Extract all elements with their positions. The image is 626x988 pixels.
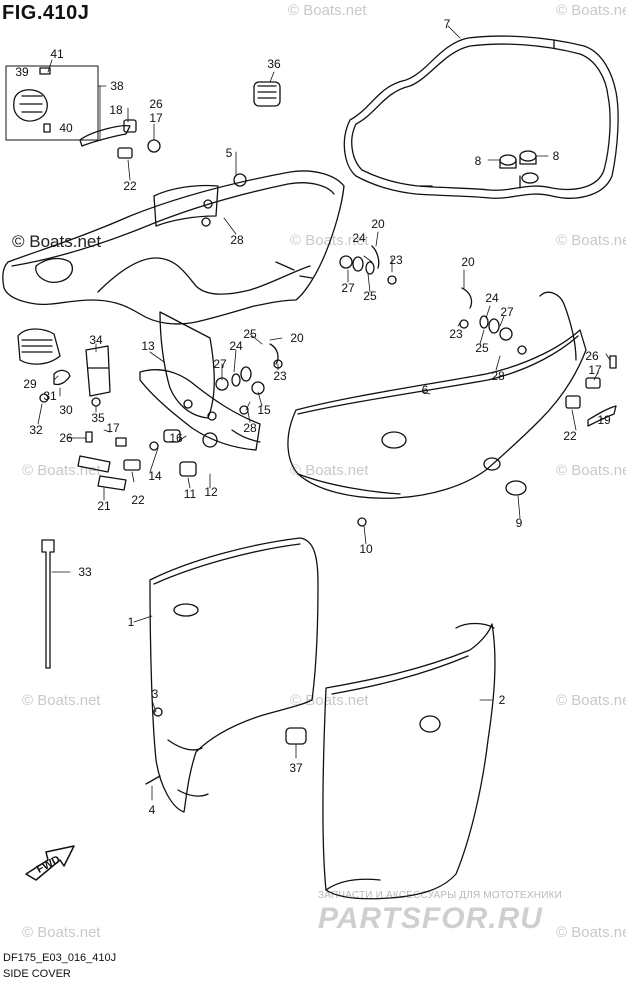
callout-11: 11 [184, 487, 197, 501]
callout-16: 16 [169, 431, 183, 445]
section-name: SIDE COVER [3, 968, 71, 980]
callout-20: 20 [371, 217, 385, 231]
callout-24: 24 [485, 291, 499, 305]
watermark: © Boats.net [290, 232, 369, 249]
callout-41: 41 [50, 47, 64, 61]
callout-22: 22 [123, 179, 137, 193]
callout-23: 23 [273, 369, 287, 383]
rear-side-cover-part [287, 291, 587, 499]
callout-27: 27 [213, 357, 227, 371]
callout-6: 6 [422, 383, 429, 397]
callout-22: 22 [563, 429, 577, 443]
callout-7: 7 [444, 17, 451, 31]
callout-25: 25 [363, 289, 377, 303]
callout-numbers: 1 2 3 4 5 6 7 8 8 9 10 11 12 13 14 15 16… [15, 17, 611, 817]
callout-8: 8 [553, 149, 560, 163]
watermark: © Boats.net [556, 924, 626, 941]
callout-32: 32 [29, 423, 43, 437]
callout-21: 21 [97, 499, 111, 513]
watermark: © Boats.net [22, 692, 101, 709]
cover-bracket-part [139, 311, 261, 451]
callout-37: 37 [289, 761, 303, 775]
callout-23: 23 [449, 327, 463, 341]
callout-28: 28 [491, 369, 505, 383]
callout-9: 9 [516, 516, 523, 530]
callout-27: 27 [500, 305, 514, 319]
plug-part [499, 150, 539, 184]
callout-38: 38 [110, 79, 124, 93]
watermark: © Boats.net [290, 462, 369, 479]
right-lower-cover-part [322, 622, 496, 900]
fwd-arrow-icon [25, 845, 75, 881]
leader-lines [37, 25, 611, 801]
callout-17: 17 [588, 363, 602, 377]
callout-30: 30 [59, 403, 73, 417]
callout-25: 25 [243, 327, 257, 341]
callout-28: 28 [230, 233, 244, 247]
callout-28: 28 [243, 421, 257, 435]
partsfor-tagline: ЗАПЧАСТИ И АКСЕССУАРЫ ДЛЯ МОТОТЕХНИКИ [318, 890, 563, 901]
watermark: © Boats.net [556, 692, 626, 709]
partsfor-logo: PARTSFOR.RU [318, 902, 543, 935]
callout-12: 12 [204, 485, 218, 499]
callout-19: 19 [597, 413, 611, 427]
watermark: © Boats.net [556, 462, 626, 479]
callout-15: 15 [257, 403, 271, 417]
watermark: © Boats.net [22, 924, 101, 941]
upper-side-cover-part [2, 170, 345, 325]
callout-24: 24 [352, 231, 366, 245]
left-lower-cover-part [149, 537, 319, 813]
callout-40: 40 [59, 121, 73, 135]
watermark: © Boats.net [556, 2, 626, 19]
callout-31: 31 [43, 389, 57, 403]
callout-36: 36 [267, 57, 281, 71]
callout-4: 4 [149, 803, 156, 817]
watermark: © Boats.net [290, 692, 369, 709]
callout-35: 35 [91, 411, 105, 425]
callout-8: 8 [475, 154, 482, 168]
callout-39: 39 [15, 65, 29, 79]
small-hardware-parts [79, 119, 617, 785]
callout-25: 25 [475, 341, 489, 355]
callout-2: 2 [499, 693, 506, 707]
callout-17: 17 [149, 111, 163, 125]
cable-tie-part [41, 539, 55, 669]
callout-13: 13 [141, 339, 155, 353]
callout-18: 18 [109, 103, 123, 117]
grommet-assembly-part [5, 65, 99, 141]
seal-ring-part [343, 35, 619, 199]
callout-26: 26 [585, 349, 599, 363]
watermark: © Boats.net [288, 2, 367, 19]
callout-14: 14 [148, 469, 162, 483]
callout-20: 20 [290, 331, 304, 345]
callout-5: 5 [226, 146, 233, 160]
callout-27: 27 [341, 281, 355, 295]
callout-33: 33 [78, 565, 92, 579]
callout-34: 34 [89, 333, 103, 347]
callout-29: 29 [23, 377, 37, 391]
callout-17: 17 [106, 421, 120, 435]
callout-20: 20 [461, 255, 475, 269]
callout-3: 3 [152, 687, 159, 701]
callout-1: 1 [128, 615, 135, 629]
callout-22: 22 [131, 493, 145, 507]
callout-26: 26 [59, 431, 73, 445]
fwd-label: FWD [35, 854, 63, 876]
callout-23: 23 [389, 253, 403, 267]
figure-title: FIG.410J [2, 2, 90, 24]
callout-10: 10 [359, 542, 373, 556]
callout-26: 26 [149, 97, 163, 111]
cover-fastener-parts [17, 328, 127, 473]
callout-24: 24 [229, 339, 243, 353]
watermark: © Boats.net [556, 232, 626, 249]
model-code: DF175_E03_016_410J [3, 952, 117, 964]
